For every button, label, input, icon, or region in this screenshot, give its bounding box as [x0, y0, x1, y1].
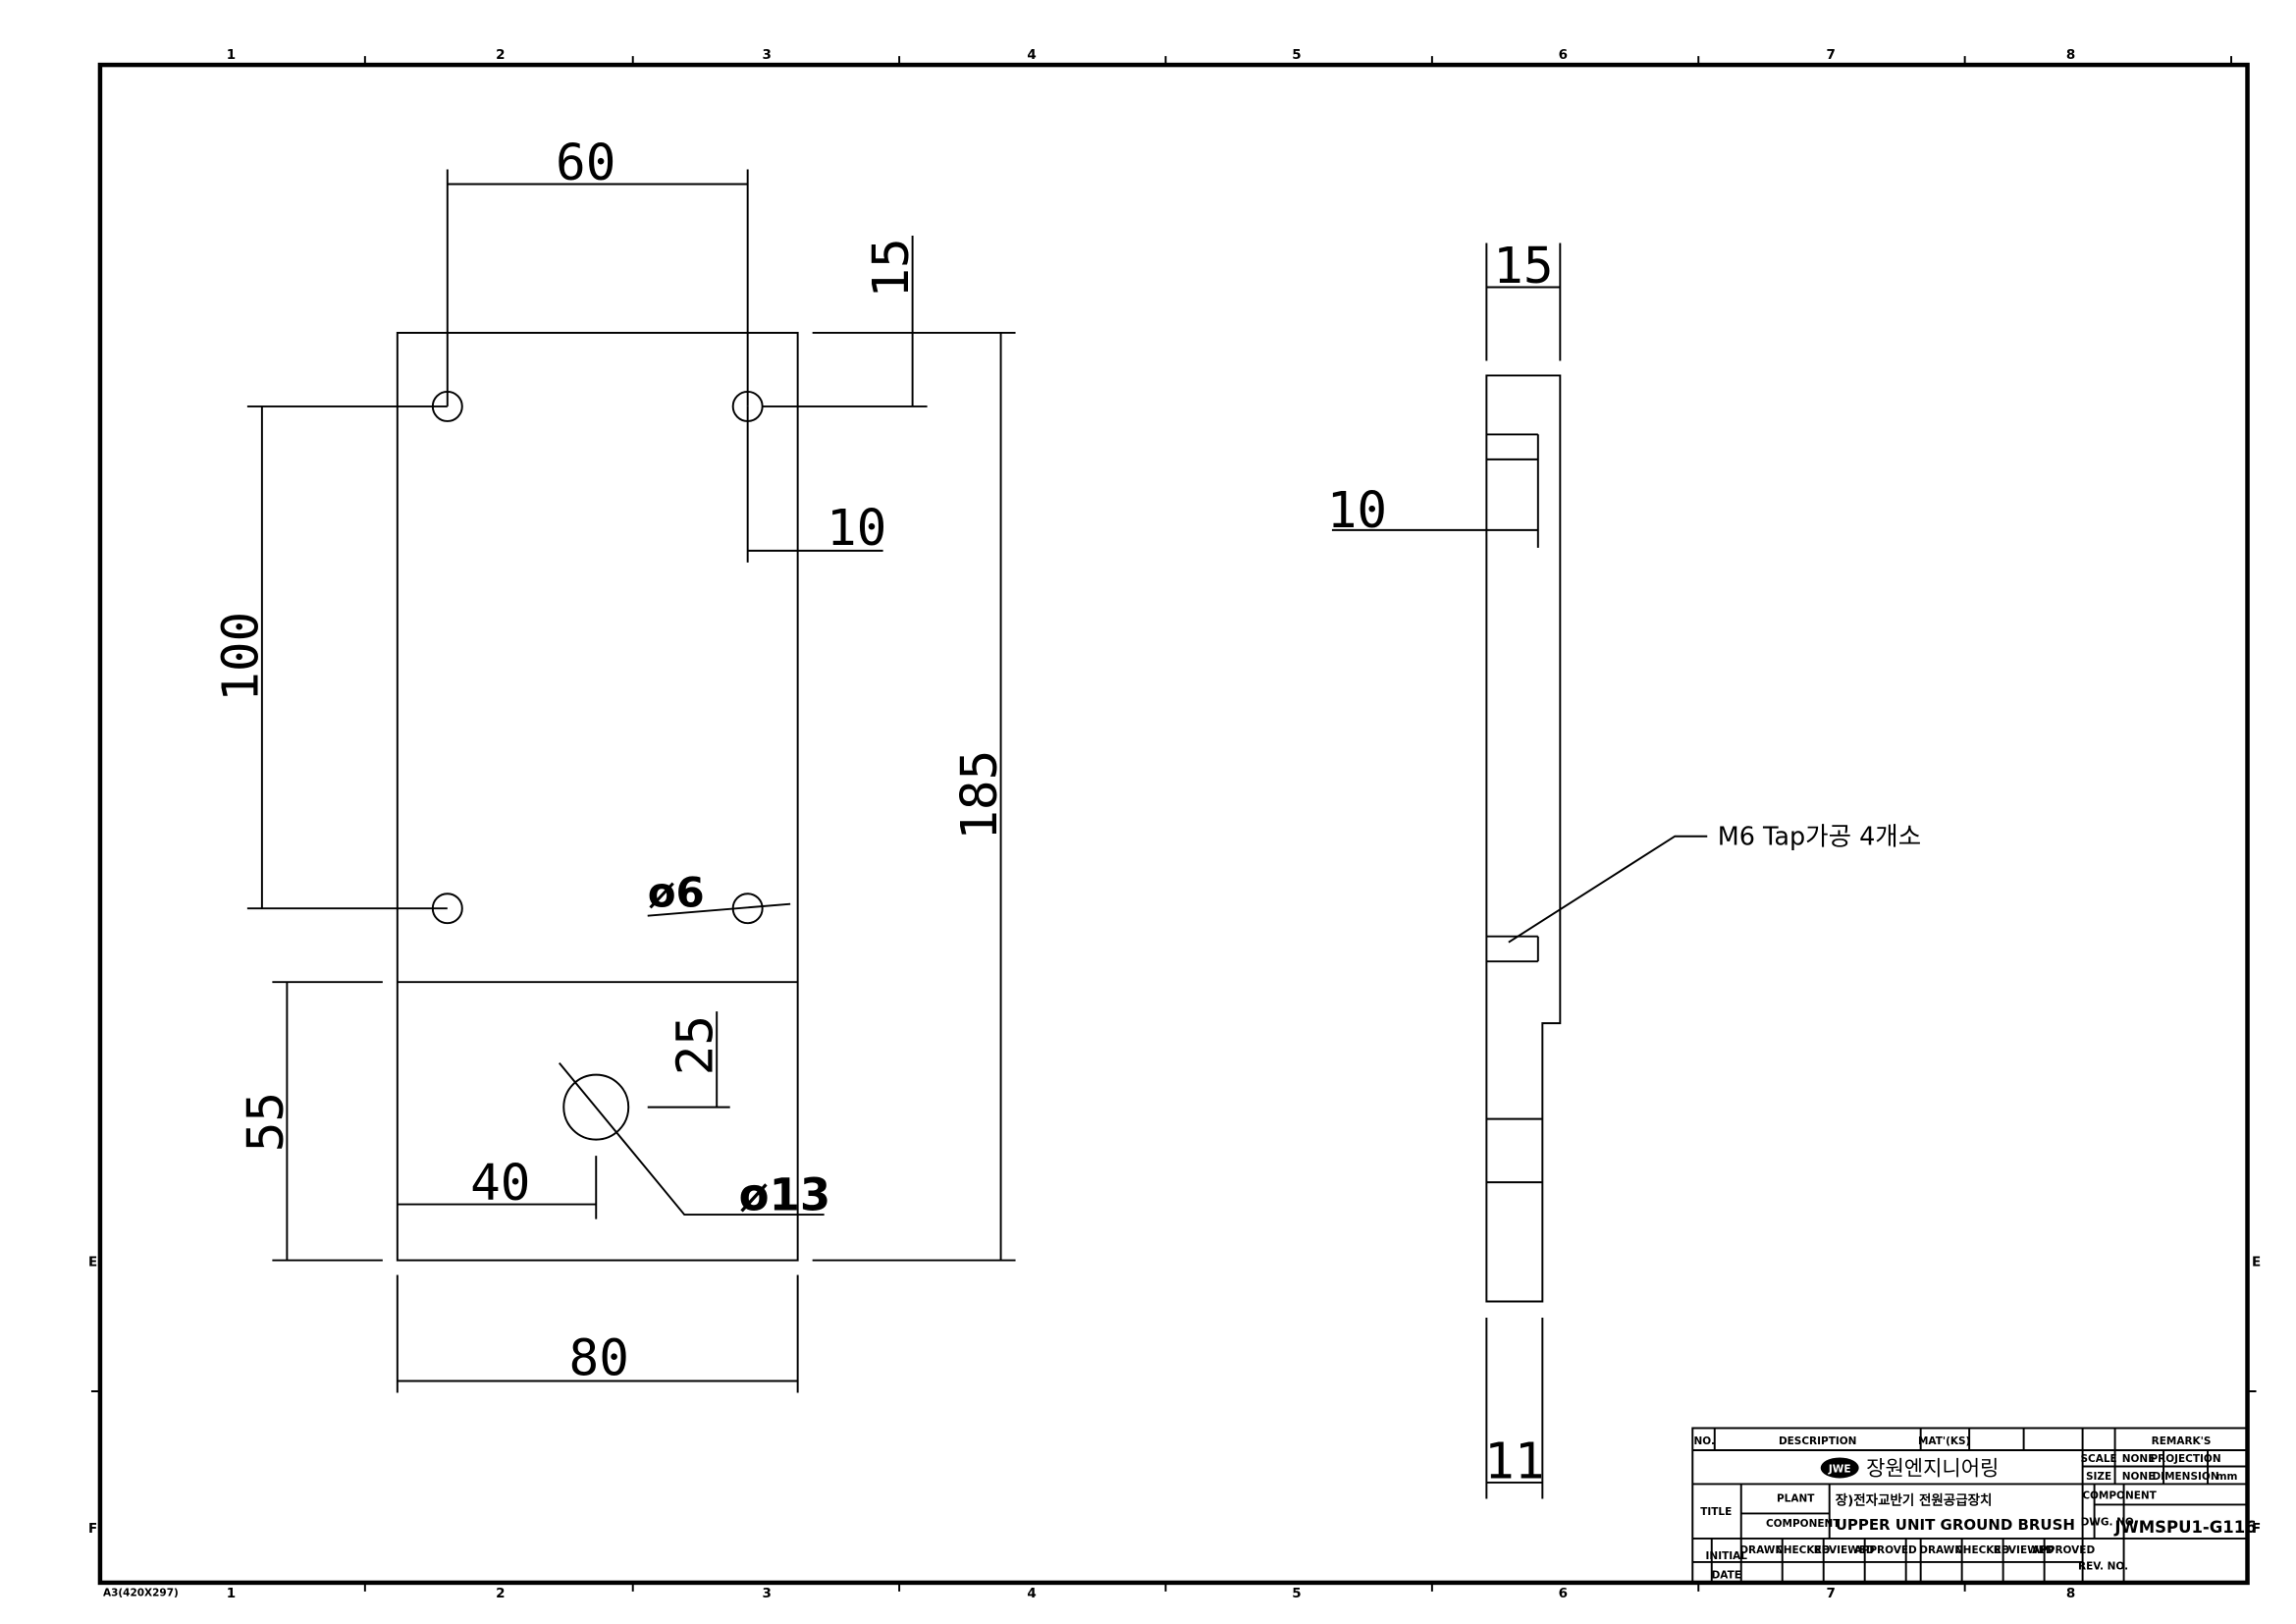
- svg-text:SCALE: SCALE: [2080, 1453, 2116, 1465]
- side-detail-lines: [1331, 243, 1708, 1499]
- dim-185: 185: [951, 750, 1009, 840]
- dimension-lines: [246, 169, 1016, 1393]
- drawing-number: JWMSPU1-G116: [2113, 1518, 2256, 1537]
- svg-text:5: 5: [1292, 47, 1301, 63]
- svg-text:NONE: NONE: [2122, 1471, 2156, 1483]
- svg-text:6: 6: [1559, 47, 1568, 63]
- svg-text:JWE: JWE: [1828, 1463, 1851, 1475]
- svg-text:REVIEWED: REVIEWED: [1814, 1544, 1875, 1556]
- svg-text:F: F: [2252, 1521, 2261, 1537]
- svg-text:E: E: [2252, 1255, 2261, 1271]
- svg-text:COMPONENT: COMPONENT: [2082, 1489, 2157, 1501]
- side-dim-15: 15: [1493, 238, 1553, 296]
- dim-55: 55: [238, 1092, 295, 1152]
- title-block: NO. DESCRIPTION MAT'(KS) REMARK'S SCALE …: [1691, 1427, 2257, 1584]
- svg-text:NO.: NO.: [1694, 1435, 1715, 1447]
- dim-10: 10: [827, 500, 886, 558]
- svg-text:PLANT: PLANT: [1777, 1492, 1815, 1504]
- svg-text:1: 1: [227, 1586, 236, 1601]
- title-korean: 장)전자교반기 전원공급장치: [1836, 1491, 1993, 1508]
- svg-text:APPROVED: APPROVED: [1854, 1544, 1917, 1556]
- svg-text:8: 8: [2066, 47, 2075, 63]
- company-logo: [1820, 1457, 1859, 1479]
- svg-text:REMARK'S: REMARK'S: [2152, 1435, 2212, 1447]
- svg-text:MAT'(KS): MAT'(KS): [1918, 1435, 1970, 1447]
- row-labels: E E F F: [88, 1255, 2261, 1537]
- svg-text:DRAWN: DRAWN: [1919, 1544, 1963, 1556]
- side-outline: [1485, 374, 1562, 1303]
- svg-text:4: 4: [1027, 1586, 1036, 1601]
- side-dim-11: 11: [1484, 1433, 1544, 1490]
- svg-text:SIZE: SIZE: [2086, 1471, 2111, 1483]
- dim-60: 60: [556, 135, 615, 192]
- sheet-border: [97, 62, 2250, 1586]
- svg-text:INITIAL: INITIAL: [1706, 1550, 1748, 1562]
- svg-text:5: 5: [1292, 1586, 1301, 1601]
- svg-text:2: 2: [496, 47, 505, 63]
- svg-text:APPROVED: APPROVED: [2032, 1544, 2095, 1556]
- large-hole: [562, 1073, 630, 1141]
- svg-text:3: 3: [762, 1586, 771, 1601]
- dim-80: 80: [569, 1330, 629, 1388]
- svg-text:6: 6: [1559, 1586, 1568, 1601]
- svg-text:7: 7: [1827, 47, 1836, 63]
- svg-text:DRAWN: DRAWN: [1739, 1544, 1784, 1556]
- svg-text:mm: mm: [2216, 1471, 2238, 1483]
- svg-text:TITLE: TITLE: [1700, 1506, 1732, 1518]
- company-name: 장원엔지니어링: [1866, 1456, 1999, 1480]
- zone-ticks: [90, 56, 2257, 1592]
- svg-text:7: 7: [1827, 1586, 1836, 1601]
- svg-text:NONE: NONE: [2122, 1453, 2156, 1465]
- hole-callout-6: ø6: [648, 869, 705, 917]
- svg-text:F: F: [88, 1521, 97, 1537]
- dim-15: 15: [863, 238, 921, 298]
- svg-text:PROJECTION: PROJECTION: [2150, 1453, 2220, 1465]
- title-english: UPPER UNIT GROUND BRUSH: [1836, 1516, 2075, 1534]
- svg-text:2: 2: [496, 1586, 505, 1601]
- svg-text:4: 4: [1027, 47, 1036, 63]
- front-view: 60 15 10 100 185 55 25 40 80 ø6 ø13: [212, 135, 1016, 1393]
- tap-note: M6 Tap가공 4개소: [1718, 823, 1921, 852]
- svg-text:DESCRIPTION: DESCRIPTION: [1779, 1435, 1857, 1447]
- sheet-size-label: A3(420X297): [103, 1587, 179, 1598]
- dim-40: 40: [470, 1155, 530, 1213]
- svg-text:8: 8: [2066, 1586, 2075, 1601]
- dim-100: 100: [212, 612, 270, 702]
- svg-text:CHECKED: CHECKED: [1955, 1544, 2010, 1556]
- svg-text:COMPONENT: COMPONENT: [1766, 1518, 1841, 1530]
- dim-25: 25: [667, 1015, 725, 1075]
- svg-text:1: 1: [227, 47, 236, 63]
- plate-outline: [396, 331, 799, 1262]
- zone-labels-bottom: 1 2 3 4 5 6 7 8: [227, 1586, 2076, 1601]
- svg-text:DWG. NO.: DWG. NO.: [2081, 1516, 2138, 1528]
- svg-text:E: E: [88, 1255, 97, 1271]
- hole-callout-13: ø13: [739, 1169, 830, 1221]
- svg-text:REV. NO.: REV. NO.: [2078, 1560, 2128, 1572]
- zone-labels-top: 1 2 3 4 5 6 7 8: [227, 47, 2076, 63]
- svg-text:CHECKED: CHECKED: [1776, 1544, 1831, 1556]
- svg-text:DIMENSION: DIMENSION: [2152, 1471, 2218, 1483]
- svg-text:REVIEWED: REVIEWED: [1994, 1544, 2055, 1556]
- side-view: 15 10 11 M6 Tap가공 4개소: [1327, 238, 1921, 1499]
- side-dim-10: 10: [1327, 482, 1387, 540]
- svg-text:DATE: DATE: [1712, 1569, 1741, 1581]
- svg-text:3: 3: [762, 47, 771, 63]
